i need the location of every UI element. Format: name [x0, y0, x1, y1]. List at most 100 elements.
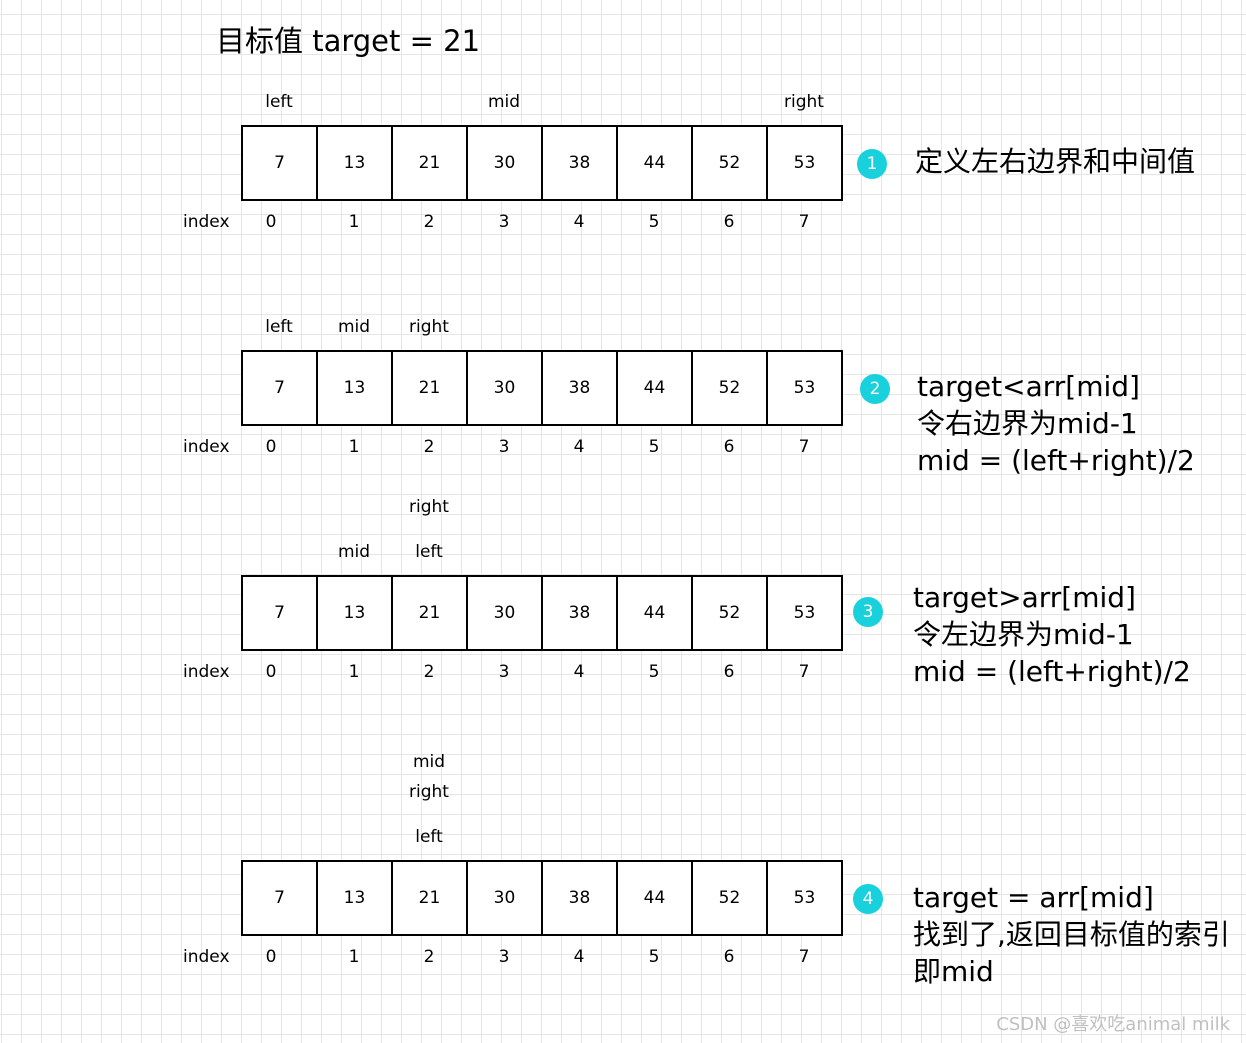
array-box: 7 13 21 30 38 44 52 53: [241, 125, 843, 201]
index-value: 2: [423, 437, 435, 457]
array-cell: 52: [693, 577, 768, 649]
description-line: mid = (left+right)/2: [913, 655, 1191, 688]
description-line: 令左边界为mid-1: [913, 618, 1134, 651]
pointer-left: left: [265, 92, 293, 112]
step-badge: 3: [853, 597, 883, 627]
step-description: target>arr[mid] 令左边界为mid-1 mid = (left+r…: [913, 579, 1191, 690]
pointer-mid: mid: [337, 317, 371, 337]
pointer-right: right: [784, 92, 824, 112]
array-cell: 38: [543, 127, 618, 199]
pointer-mid: mid: [412, 752, 446, 772]
array-cell: 44: [618, 862, 693, 934]
index-label: index: [183, 437, 230, 457]
index-value: 2: [423, 662, 435, 682]
description-line: 令右边界为mid-1: [917, 407, 1138, 440]
array-cell: 7: [243, 352, 318, 424]
index-value: 0: [265, 662, 277, 682]
step-description: 定义左右边界和中间值: [915, 143, 1195, 180]
description-line: target>arr[mid]: [913, 581, 1136, 614]
index-value: 4: [573, 947, 585, 967]
index-value: 4: [573, 212, 585, 232]
index-value: 3: [498, 437, 510, 457]
index-value: 4: [573, 662, 585, 682]
index-value: 2: [423, 212, 435, 232]
array-cell: 30: [468, 862, 543, 934]
index-value: 5: [648, 662, 660, 682]
array-cell: 13: [318, 127, 393, 199]
index-value: 6: [723, 662, 735, 682]
index-value: 3: [498, 212, 510, 232]
index-value: 4: [573, 437, 585, 457]
array-cell: 7: [243, 862, 318, 934]
array-cell: 53: [793, 603, 816, 623]
array-cell: 21: [393, 352, 468, 424]
array-cell: 21: [393, 862, 468, 934]
array-cell: 52: [693, 352, 768, 424]
index-value: 5: [648, 947, 660, 967]
index-label: index: [183, 662, 230, 682]
array-cell: 21: [393, 577, 468, 649]
pointer-right: right: [409, 317, 449, 337]
index-value: 7: [798, 437, 810, 457]
array-box: 7 13 21 30 38 44 52 53: [241, 575, 843, 651]
index-value: 1: [348, 212, 360, 232]
step-description: target = arr[mid] 找到了,返回目标值的索引 即mid: [913, 879, 1230, 990]
index-value: 2: [423, 947, 435, 967]
description-line: mid = (left+right)/2: [917, 444, 1195, 477]
array-box: 7 13 21 30 38 44 52 53: [241, 860, 843, 936]
pointer-left: left: [265, 317, 293, 337]
array-cell: 7: [243, 577, 318, 649]
array-cell: 30: [468, 577, 543, 649]
array-cell: 44: [618, 352, 693, 424]
description-line: 找到了,返回目标值的索引: [913, 918, 1230, 951]
index-value: 6: [723, 437, 735, 457]
description-line: 即mid: [913, 955, 994, 988]
array-cell: 30: [468, 127, 543, 199]
index-value: 7: [798, 212, 810, 232]
array-cell: 38: [543, 577, 618, 649]
array-cell: 21: [393, 127, 468, 199]
step-badge: 2: [860, 374, 890, 404]
index-value: 5: [648, 437, 660, 457]
description-line: target = arr[mid]: [913, 881, 1154, 914]
index-value: 7: [798, 947, 810, 967]
index-value: 3: [498, 947, 510, 967]
array-cell: 52: [693, 862, 768, 934]
index-value: 1: [348, 947, 360, 967]
array-cell: 13: [318, 352, 393, 424]
array-cell: 38: [543, 352, 618, 424]
array-cell: 13: [318, 862, 393, 934]
array-cell: 44: [618, 577, 693, 649]
index-value: 0: [265, 947, 277, 967]
pointer-right: right: [409, 497, 449, 517]
pointer-left: left: [415, 542, 443, 562]
index-value: 1: [348, 437, 360, 457]
index-value: 5: [648, 212, 660, 232]
array-cell: 53: [793, 153, 816, 173]
array-cell: 7: [243, 127, 318, 199]
index-value: 1: [348, 662, 360, 682]
array-box: 7 13 21 30 38 44 52 53: [241, 350, 843, 426]
page-title: 目标值 target = 21: [216, 24, 481, 58]
step-description: target<arr[mid] 令右边界为mid-1 mid = (left+r…: [917, 368, 1195, 479]
index-value: 6: [723, 212, 735, 232]
index-value: 0: [265, 437, 277, 457]
array-cell: 53: [793, 378, 816, 398]
step-badge: 4: [853, 884, 883, 914]
index-label: index: [183, 947, 230, 967]
array-cell: 30: [468, 352, 543, 424]
description-line: 定义左右边界和中间值: [915, 145, 1196, 178]
watermark: CSDN @喜欢吃animal milk: [996, 1014, 1230, 1035]
index-value: 0: [265, 212, 277, 232]
index-value: 7: [798, 662, 810, 682]
array-cell: 13: [318, 577, 393, 649]
array-cell: 52: [693, 127, 768, 199]
index-value: 6: [723, 947, 735, 967]
pointer-left: left: [415, 827, 443, 847]
pointer-mid: mid: [487, 92, 521, 112]
pointer-mid: mid: [337, 542, 371, 562]
index-value: 3: [498, 662, 510, 682]
description-line: target<arr[mid]: [917, 370, 1140, 403]
step-badge: 1: [857, 149, 887, 179]
array-cell: 38: [543, 862, 618, 934]
